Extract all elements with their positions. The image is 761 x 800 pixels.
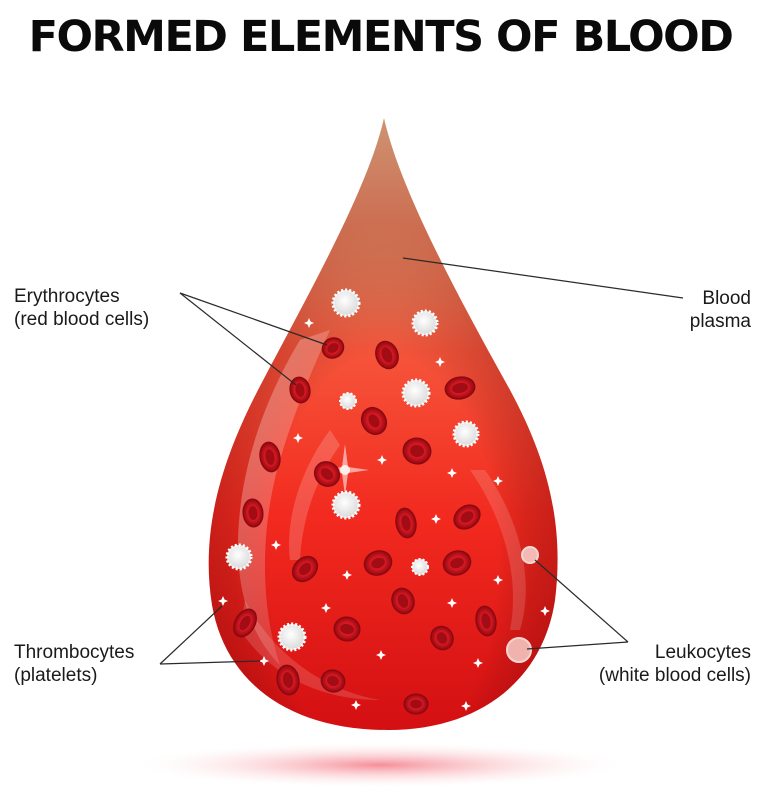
drop-shadow	[140, 743, 620, 787]
platelets	[218, 318, 550, 711]
platelet-icon	[321, 603, 331, 613]
platelet-icon	[493, 575, 503, 585]
erythrocytes-leader-line	[179, 292, 297, 386]
thrombocytes-label-line2: (platelets)	[14, 665, 98, 686]
red-blood-cell-icon	[375, 340, 399, 370]
platelet-icon	[473, 658, 483, 668]
leukocytes-leader-line	[534, 559, 629, 643]
red-blood-cell-icon	[291, 555, 319, 583]
red-blood-cell-icon	[475, 605, 497, 637]
white-blood-cell-icon	[339, 392, 357, 410]
drop-highlight	[237, 330, 330, 665]
page-title: FORMED ELEMENTS OF BLOOD	[28, 12, 734, 62]
plasma-label-line2: plasma	[689, 311, 751, 332]
plasma-label: Blood plasma	[690, 287, 751, 333]
red-blood-cell-icon	[276, 664, 300, 696]
erythrocytes-label-line1: Erythrocytes	[14, 286, 120, 307]
red-blood-cell-icon	[313, 461, 341, 487]
red-blood-cell-icon	[360, 406, 388, 436]
white-blood-cell-icon	[331, 288, 361, 318]
leukocytes-leader-line	[526, 641, 629, 650]
white-blood-cell-icon	[277, 622, 307, 652]
thrombocytes-label-line1: Thrombocytes	[14, 642, 135, 663]
red-blood-cell-icon	[391, 587, 415, 615]
red-blood-cell-icon	[403, 693, 429, 715]
thrombocytes-leader-line	[159, 660, 261, 665]
platelet-icon	[304, 318, 314, 328]
white-blood-cell-icon	[452, 420, 480, 448]
erythrocytes-label-line2: (red blood cells)	[14, 309, 150, 330]
platelet-icon	[293, 433, 303, 443]
red-blood-cell-icon	[333, 616, 361, 642]
red-blood-cell-icon	[395, 507, 417, 539]
sparkle-icon	[321, 444, 369, 496]
platelet-icon	[342, 570, 352, 580]
red-blood-cell-icon	[321, 337, 345, 359]
red-blood-cells	[233, 337, 497, 715]
platelet-icon	[431, 514, 441, 524]
red-blood-cell-icon	[453, 504, 481, 530]
leader-lines	[159, 257, 684, 665]
red-blood-cell-icon	[402, 437, 432, 465]
platelet-icon	[447, 468, 457, 478]
red-blood-cell-icon	[430, 625, 454, 651]
platelet-icon	[259, 656, 269, 666]
leukocytes-label-line1: Leukocytes	[654, 642, 751, 663]
red-blood-cell-icon	[442, 550, 472, 576]
platelet-icon	[493, 476, 503, 486]
red-blood-cell-icon	[444, 376, 476, 400]
erythrocytes-leader-line	[179, 292, 328, 346]
white-blood-cell-icon	[411, 309, 439, 337]
platelet-icon	[435, 357, 445, 367]
white-blood-cell-icon	[506, 637, 532, 663]
leukocytes-label-line2: (white blood cells)	[598, 665, 751, 686]
platelet-icon	[377, 455, 387, 465]
red-blood-cell-icon	[242, 498, 264, 528]
platelet-icon	[447, 598, 457, 608]
red-blood-cell-icon	[233, 608, 257, 638]
platelet-icon	[461, 701, 471, 711]
red-blood-cell-icon	[320, 669, 346, 693]
red-blood-cell-icon	[259, 441, 281, 473]
platelet-icon	[218, 596, 228, 606]
plasma-leader-line	[402, 257, 684, 299]
thrombocytes-leader-line	[159, 605, 223, 665]
thrombocytes-label: Thrombocytes (platelets)	[14, 641, 134, 687]
erythrocytes-label: Erythrocytes (red blood cells)	[14, 285, 149, 331]
platelet-icon	[376, 650, 386, 660]
leukocytes-label: Leukocytes (white blood cells)	[599, 641, 751, 687]
platelet-icon	[351, 700, 361, 710]
white-blood-cell-icon	[411, 558, 429, 576]
platelet-icon	[540, 606, 550, 616]
white-blood-cells	[225, 288, 539, 663]
platelet-icon	[271, 540, 281, 550]
white-blood-cell-icon	[225, 543, 253, 571]
plasma-label-line1: Blood	[702, 288, 751, 309]
white-blood-cell-icon	[401, 378, 431, 408]
white-blood-cell-icon	[521, 546, 539, 564]
red-blood-cell-icon	[363, 550, 393, 576]
white-blood-cell-icon	[331, 490, 361, 520]
